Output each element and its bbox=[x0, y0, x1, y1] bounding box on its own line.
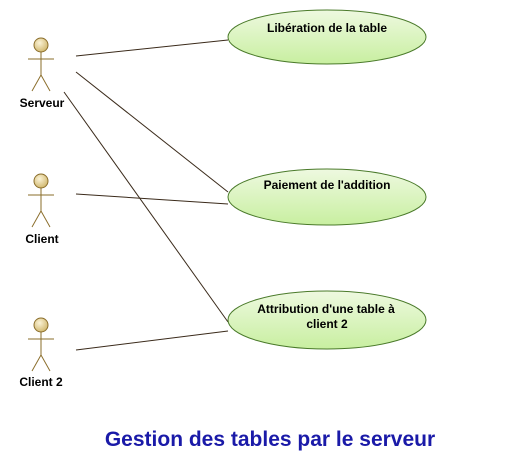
use-case-ellipse bbox=[227, 168, 427, 226]
association-client2-attribution bbox=[75, 330, 229, 351]
stick-figure-actor-icon bbox=[28, 317, 54, 372]
actor-client[interactable]: Client bbox=[25, 173, 59, 246]
stick-figure-actor-icon bbox=[28, 173, 54, 228]
actor-label: Client 2 bbox=[19, 375, 63, 389]
association-serveur-liberation bbox=[75, 39, 229, 57]
actor-client2[interactable]: Client 2 bbox=[19, 317, 63, 389]
actor-label: Client bbox=[25, 232, 58, 246]
use-case-ellipse bbox=[227, 9, 427, 65]
diagram-caption: Gestion des tables par le serveur bbox=[104, 428, 436, 451]
association-client-paiement bbox=[75, 193, 229, 205]
actor-label: Serveur bbox=[20, 96, 65, 110]
use-case-ellipse bbox=[227, 290, 427, 350]
use-case-label: Paiement de l'addition bbox=[264, 178, 391, 192]
use-case-paiement[interactable]: Paiement de l'addition bbox=[227, 168, 427, 226]
actor-serveur[interactable]: Serveur bbox=[20, 37, 65, 110]
stick-figure-actor-icon bbox=[28, 37, 54, 92]
use-case-label: Libération de la table bbox=[267, 21, 387, 35]
use-case-attribution[interactable]: Attribution d'une table à client 2 bbox=[227, 290, 427, 350]
association-serveur-attribution bbox=[63, 91, 229, 323]
use-case-liberation[interactable]: Libération de la table bbox=[227, 9, 427, 65]
associations-layer bbox=[63, 39, 229, 351]
use-case-label: Attribution d'une table à bbox=[257, 302, 395, 316]
use-case-label-line-2: client 2 bbox=[306, 317, 348, 331]
association-serveur-paiement bbox=[75, 71, 229, 193]
